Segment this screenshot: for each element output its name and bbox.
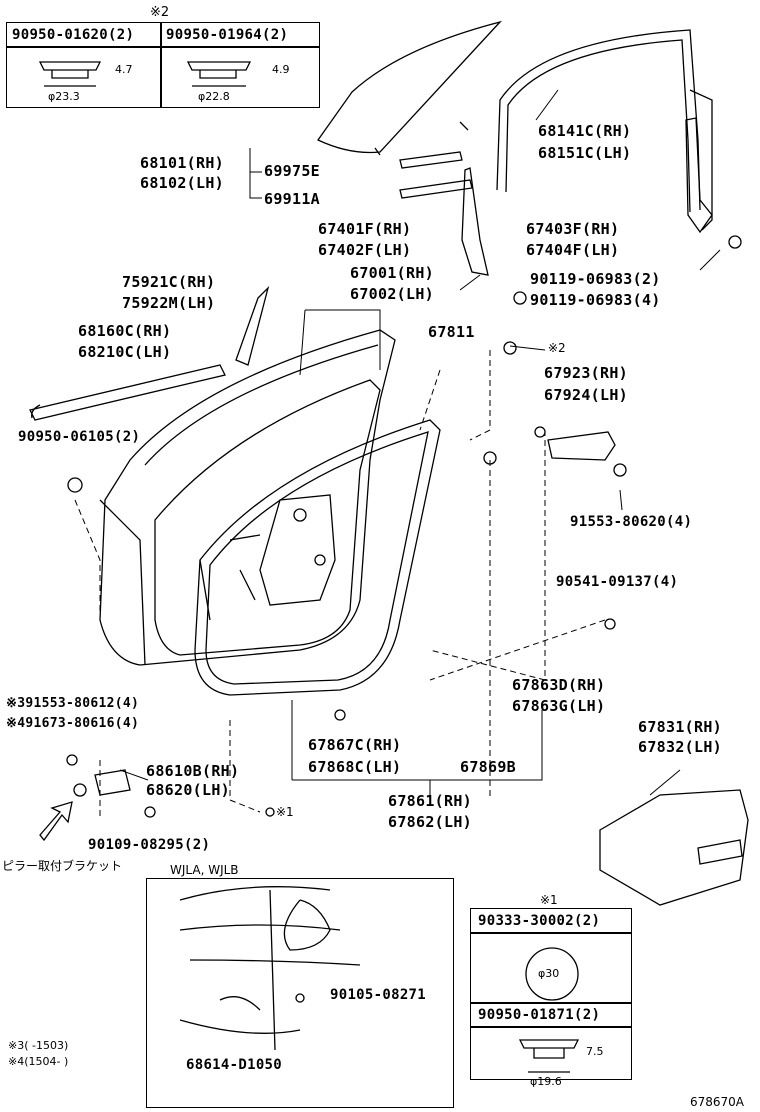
door-glass-drawing xyxy=(317,20,502,156)
label-mark-1: ※1 xyxy=(276,805,294,819)
label-67861: 67861(RH) xyxy=(388,792,472,810)
label-68160: 68160C(RH) xyxy=(78,322,172,340)
label-67832: 67832(LH) xyxy=(638,738,722,756)
pillar-bracket-drawing xyxy=(94,769,131,796)
bottom-spec-box xyxy=(470,908,632,1080)
top-spec-box-divider xyxy=(160,22,162,108)
top-box-part-1: 90950-01620(2) xyxy=(12,27,135,43)
label-91553-80612: ※391553-80612(4) xyxy=(6,696,140,711)
glass-run-drawing xyxy=(496,29,713,231)
label-67001: 67001(RH) xyxy=(350,264,434,282)
label-69975: 69975E xyxy=(264,162,320,180)
label-90541: 90541-09137(4) xyxy=(556,574,679,590)
inset-drawing xyxy=(179,886,361,1051)
top-box-dia-2: φ22.8 xyxy=(198,90,230,103)
service-hole-cover-drawing xyxy=(599,789,749,906)
top-box-height-2: 4.9 xyxy=(272,63,290,76)
label-68141: 68141C(RH) xyxy=(538,122,632,140)
label-90950-06105: 90950-06105(2) xyxy=(18,429,141,445)
label-68210: 68210C(LH) xyxy=(78,343,172,361)
pillar-arrow-drawing xyxy=(39,801,73,842)
door-weatherstrip-drawing xyxy=(194,419,441,696)
label-67869: 67869B xyxy=(460,758,516,776)
label-67923: 67923(RH) xyxy=(544,364,628,382)
label-68102: 68102(LH) xyxy=(140,174,224,192)
label-67403: 67403F(RH) xyxy=(526,220,620,238)
label-90109: 90109-08295(2) xyxy=(88,837,211,853)
label-67867: 67867C(RH) xyxy=(308,736,402,754)
label-mark-2: ※2 xyxy=(548,341,566,355)
label-67868: 67868C(LH) xyxy=(308,758,402,776)
note-4: ※4(1504- ) xyxy=(8,1055,69,1068)
solid-leader-lines xyxy=(119,89,721,800)
check-bracket-drawing xyxy=(547,431,616,461)
top-box-dia-1: φ23.3 xyxy=(48,90,80,103)
leader-lines xyxy=(74,350,606,820)
label-90119-a: 90119-06983(2) xyxy=(530,270,661,288)
sash-channel-drawing xyxy=(461,117,713,276)
label-90119-b: 90119-06983(4) xyxy=(530,291,661,309)
label-67924: 67924(LH) xyxy=(544,386,628,404)
bottom-box-part-1: 90333-30002(2) xyxy=(478,913,601,929)
label-90105: 90105-08271 xyxy=(330,987,427,1003)
pillar-garnish-drawing xyxy=(235,285,270,366)
diagram-ref: 678670A xyxy=(690,1095,745,1109)
top-spec-box xyxy=(6,22,320,108)
label-69911: 69911A xyxy=(264,190,320,208)
door-outer-panel-drawing xyxy=(99,329,396,666)
glass-strips-drawing xyxy=(399,151,473,199)
top-box-part-2: 90950-01964(2) xyxy=(166,27,289,43)
bottom-box-note-mark: ※1 xyxy=(540,893,558,907)
bottom-box-dia-2: φ19.6 xyxy=(530,1075,562,1088)
label-91553-80620: 91553-80620(4) xyxy=(570,514,693,530)
top-box-drawing xyxy=(38,61,252,87)
label-75921: 75921C(RH) xyxy=(122,273,216,291)
label-67863g: 67863G(LH) xyxy=(512,697,606,715)
label-wjla: WJLA, WJLB xyxy=(170,863,239,877)
bottom-box-part-2: 90950-01871(2) xyxy=(478,1007,601,1023)
door-inner-panel-drawing xyxy=(154,379,381,656)
label-67811: 67811 xyxy=(428,323,475,341)
bottom-box-dia-1: φ30 xyxy=(538,967,560,980)
bottom-spec-box-line-2 xyxy=(470,1002,632,1004)
bottom-spec-box-line-3 xyxy=(470,1026,632,1028)
label-75922: 75922M(LH) xyxy=(122,294,216,312)
bottom-box-drawing xyxy=(518,947,580,1073)
top-box-note-mark: ※2 xyxy=(150,5,170,20)
label-67402: 67402F(LH) xyxy=(318,241,412,259)
fasteners-drawing xyxy=(66,235,742,1003)
note-3: ※3( -1503) xyxy=(8,1039,69,1052)
label-68101: 68101(RH) xyxy=(140,154,224,172)
label-67404: 67404F(LH) xyxy=(526,241,620,259)
belt-molding-drawing xyxy=(29,364,226,421)
label-67862: 67862(LH) xyxy=(388,813,472,831)
label-67863d: 67863D(RH) xyxy=(512,676,606,694)
top-box-height-1: 4.7 xyxy=(115,63,133,76)
label-91673: ※491673-80616(4) xyxy=(6,716,140,731)
inset-box xyxy=(146,878,454,1108)
label-68620: 68620(LH) xyxy=(146,781,230,799)
label-67831: 67831(RH) xyxy=(638,718,722,736)
top-spec-box-header-line xyxy=(6,46,320,48)
label-68151: 68151C(LH) xyxy=(538,144,632,162)
bottom-spec-box-line-1 xyxy=(470,932,632,934)
label-pillar-bracket: ピラー取付ブラケット xyxy=(2,859,123,873)
label-67002: 67002(LH) xyxy=(350,285,434,303)
label-67401: 67401F(RH) xyxy=(318,220,412,238)
label-68610: 68610B(RH) xyxy=(146,762,240,780)
label-68614: 68614-D1050 xyxy=(186,1057,283,1073)
bottom-box-height-2: 7.5 xyxy=(586,1045,604,1058)
